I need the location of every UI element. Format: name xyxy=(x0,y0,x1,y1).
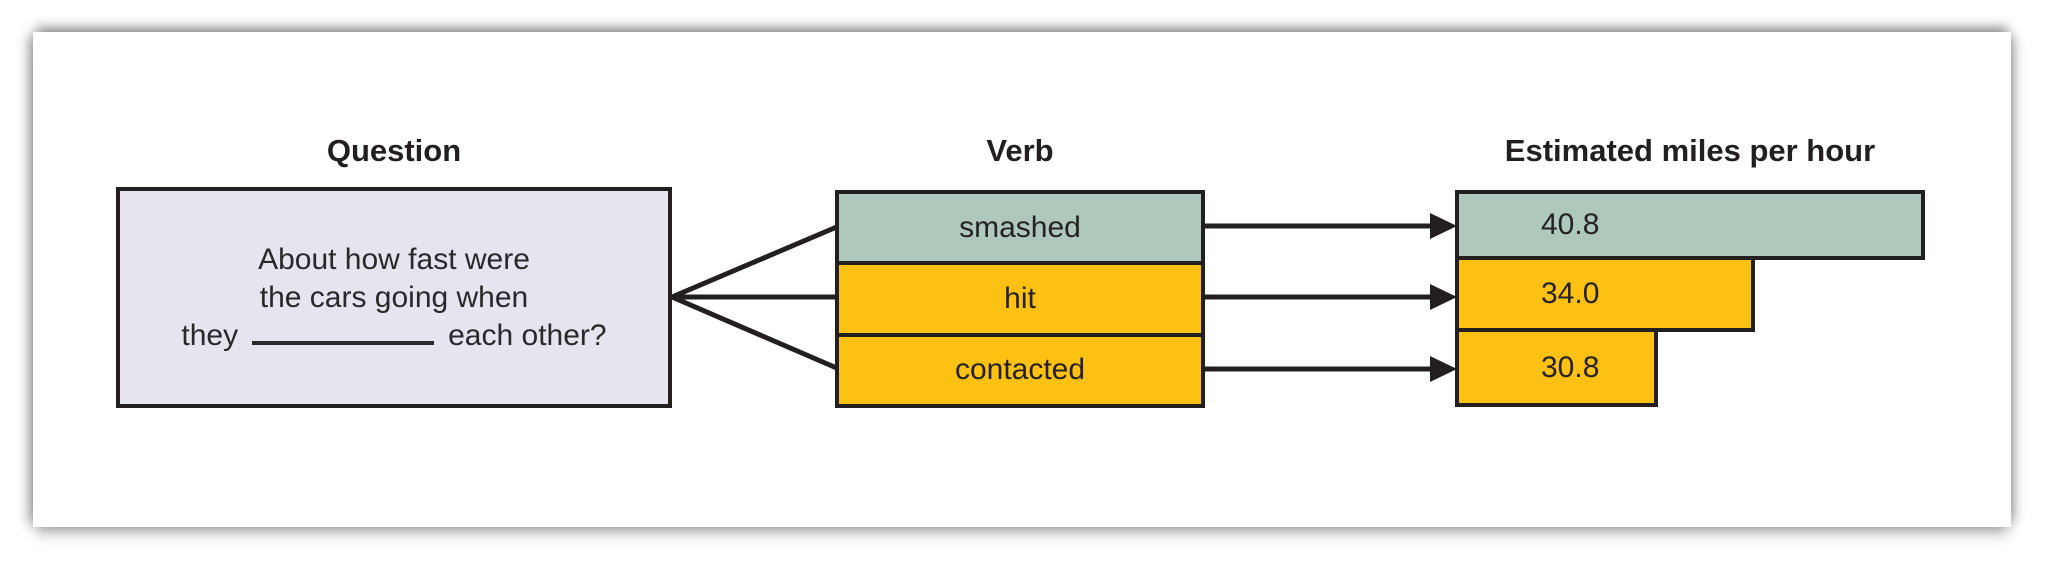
verb-row-contacted: contacted xyxy=(839,336,1201,404)
question-box: About how fast were the cars going when … xyxy=(116,187,672,408)
figure-card: Question Verb Estimated miles per hour A… xyxy=(33,32,2011,527)
question-text-line2: the cars going when xyxy=(259,280,529,314)
question-text-prefix: they xyxy=(181,318,239,352)
bar-value-contacted: 30.8 xyxy=(1541,350,1600,384)
verb-stack: smashed hit contacted xyxy=(835,190,1205,408)
question-text-line1: About how fast were xyxy=(258,242,530,276)
question-text-suffix: each other? xyxy=(448,318,607,352)
bar-smashed: 40.8 xyxy=(1455,190,1925,260)
fan-lines xyxy=(671,223,840,372)
bar-value-hit: 34.0 xyxy=(1541,277,1600,310)
verb-label-hit: hit xyxy=(1004,281,1036,315)
blank-underline xyxy=(252,319,435,345)
verb-row-smashed: smashed xyxy=(839,194,1201,266)
verb-label-smashed: smashed xyxy=(959,210,1081,244)
arrow-hit-to-bar xyxy=(1205,284,1457,310)
arrow-contacted-to-bar xyxy=(1205,356,1457,382)
question-text-line3: they each other? xyxy=(181,317,606,355)
question-column-heading: Question xyxy=(326,133,462,168)
verb-column-heading: Verb xyxy=(986,133,1054,168)
bar-hit: 34.0 xyxy=(1455,256,1755,332)
result-column-heading: Estimated miles per hour xyxy=(1504,133,1876,168)
verb-label-contacted: contacted xyxy=(954,353,1086,387)
bar-contacted: 30.8 xyxy=(1455,328,1658,407)
verb-row-hit: hit xyxy=(839,265,1201,337)
bar-value-smashed: 40.8 xyxy=(1541,208,1600,241)
arrow-smashed-to-bar xyxy=(1205,213,1457,239)
